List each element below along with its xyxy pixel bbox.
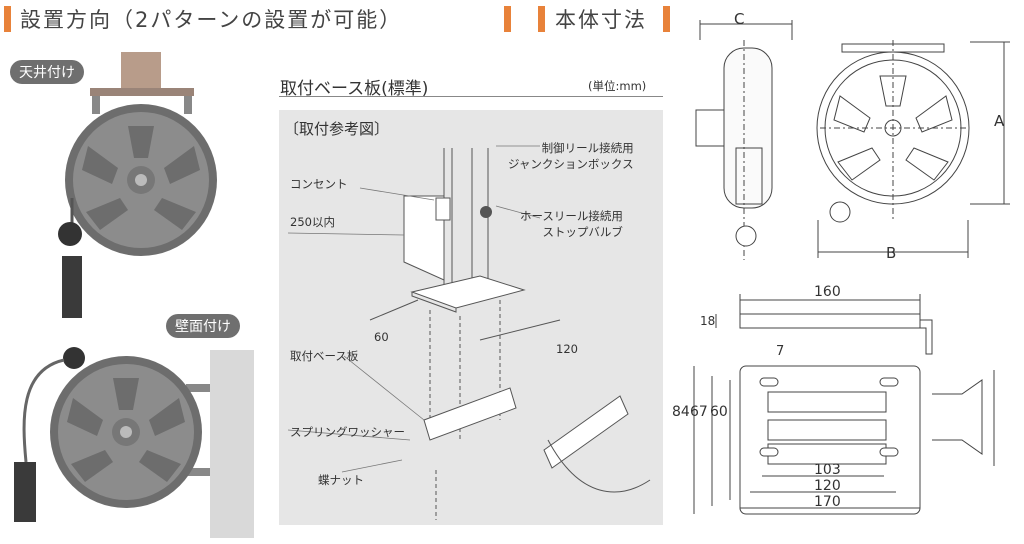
label-spring-washer: スプリングワッシャー — [290, 425, 405, 439]
reference-title: 〔取付参考図〕 — [284, 120, 390, 138]
dimensions-title: 本体寸法 — [555, 8, 647, 32]
ceiling-reel — [65, 104, 217, 256]
label-within-250: 250以内 — [290, 215, 335, 229]
badge-ceiling: 天井付け — [10, 60, 84, 84]
dim-7: 7 — [776, 344, 785, 359]
wall — [210, 350, 254, 538]
label-dim-120: 120 — [556, 342, 578, 356]
dim-67: 67 — [690, 404, 708, 420]
dim-170: 170 — [814, 494, 841, 510]
dim-A: A — [994, 112, 1005, 130]
header-accent-bar-4 — [663, 6, 670, 32]
dim-84: 84 — [672, 404, 690, 420]
wall-reel — [50, 356, 202, 508]
dim-160: 160 — [814, 284, 841, 300]
header-accent-bar-3 — [538, 6, 545, 32]
badge-wall: 壁面付け — [166, 314, 240, 338]
dim-60: 60 — [710, 404, 728, 420]
unit-label: (単位:mm) — [588, 79, 647, 93]
installation-title: 設置方向（2パターンの設置が可能） — [20, 8, 403, 32]
header-accent-bar-2 — [504, 6, 511, 32]
divider-line — [279, 96, 663, 97]
ceiling-mount-plate — [90, 88, 194, 96]
dim-103: 103 — [814, 462, 841, 478]
label-dim-60: 60 — [374, 330, 389, 344]
reference-panel — [279, 110, 663, 525]
dim-C: C — [734, 10, 745, 28]
ceiling-nozzle — [62, 256, 82, 318]
header-accent-bar-1 — [4, 6, 11, 32]
ceiling-pillar — [121, 52, 161, 92]
base-plate-title: 取付ベース板(標準) — [280, 79, 429, 99]
label-wing-nut: 蝶ナット — [318, 473, 364, 487]
label-outlet: コンセント — [290, 177, 348, 191]
label-junction-box: 制御リール接続用 ジャンクションボックス — [508, 141, 634, 171]
label-base-plate: 取付ベース板 — [290, 349, 359, 363]
wall-nozzle — [14, 462, 36, 522]
dim-B: B — [886, 244, 897, 262]
dim-18: 18 — [700, 314, 716, 328]
dim-120: 120 — [814, 478, 841, 494]
label-stop-valve: ホースリール接続用 ストップバルブ — [520, 209, 623, 239]
ceiling-hose-ball — [58, 222, 82, 246]
wall-hose-ball — [63, 347, 85, 369]
